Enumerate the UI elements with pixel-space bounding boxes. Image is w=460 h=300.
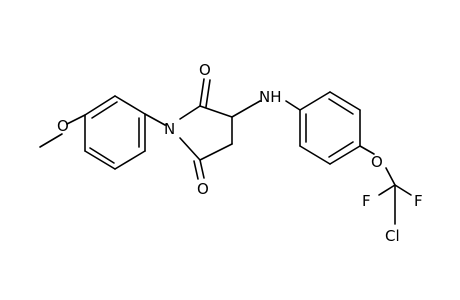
atom-o-carbonyl-top: O <box>199 61 211 79</box>
atom-f-left: F <box>362 192 371 210</box>
atom-o-ether: O <box>371 153 383 171</box>
bond-o-c <box>385 167 396 186</box>
succinimide-ring <box>179 78 233 180</box>
bond-o-aryl <box>66 114 86 125</box>
atom-nh: NH <box>259 88 282 106</box>
atom-n-ring: N <box>164 120 175 138</box>
bond-aryl-n <box>144 113 166 126</box>
atom-f-right: F <box>414 192 423 210</box>
bond-c-f-left <box>378 184 396 196</box>
aminophenyl-ring <box>299 91 361 165</box>
atom-o-methoxy: O <box>57 117 69 135</box>
bond-c-nh <box>231 100 261 118</box>
bond-c-f-right <box>394 184 412 196</box>
methoxyphenyl-ring <box>84 95 146 170</box>
bond-nh-aryl <box>285 100 301 111</box>
bond-aryl-o <box>359 145 375 155</box>
atom-o-carbonyl-bottom: O <box>197 180 209 198</box>
bond-methyl-o <box>39 133 63 148</box>
atom-cl: Cl <box>385 227 400 245</box>
